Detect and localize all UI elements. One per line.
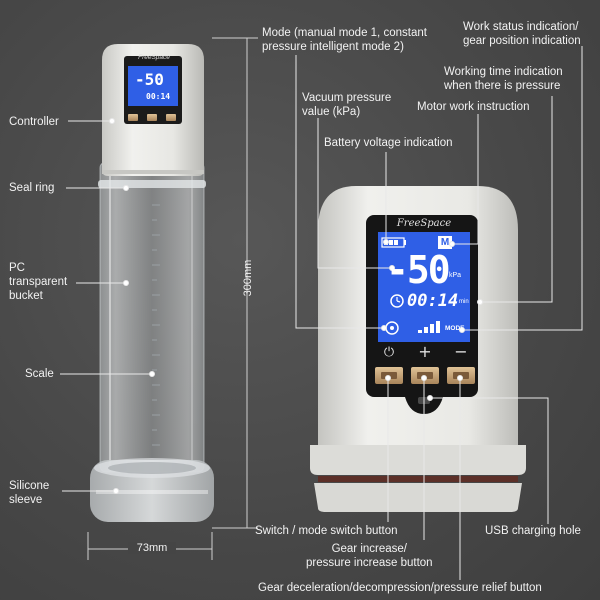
label-working-time: Working time indication when there is pr… xyxy=(444,66,563,92)
label-work-status: Work status indication/ gear position in… xyxy=(463,21,581,47)
label-controller: Controller xyxy=(9,116,59,128)
label-scale: Scale xyxy=(25,368,54,380)
clock-icon xyxy=(390,294,404,308)
scale-marks xyxy=(152,204,160,446)
label-battery-voltage: Battery voltage indication xyxy=(324,137,453,149)
pressure-value: -50 xyxy=(386,248,451,292)
pc-transparent-bucket xyxy=(99,161,205,473)
callout-lines xyxy=(60,46,583,580)
label-pc-bucket: PC transparent bucket xyxy=(9,262,68,302)
small-brand: FreeSpace xyxy=(138,54,170,61)
small-timer: 00:14 xyxy=(146,92,171,101)
label-gear-decel: Gear deceleration/decompression/pressure… xyxy=(258,582,542,594)
pump-full-view xyxy=(90,44,214,522)
pressure-unit: kPa xyxy=(449,272,462,279)
seal-ring xyxy=(98,180,206,188)
label-usb-hole: USB charging hole xyxy=(485,525,581,537)
controller-closeup xyxy=(310,186,526,512)
minus-icon: − xyxy=(454,342,468,361)
controller-seal-ring xyxy=(318,476,518,482)
width-dimension: 73mm xyxy=(128,542,176,554)
mode-letter: M xyxy=(440,237,450,248)
brand-label: FreeSpace xyxy=(396,218,452,229)
power-icon: ⏻ xyxy=(383,345,395,360)
plus-icon: + xyxy=(418,342,432,361)
mode-text: MODE xyxy=(445,325,465,332)
lcd-screen xyxy=(378,232,470,342)
label-motor-work: Motor work instruction xyxy=(417,101,530,113)
label-switch-button: Switch / mode switch button xyxy=(255,525,398,537)
label-seal-ring: Seal ring xyxy=(9,182,55,194)
label-gear-increase: Gear increase/ pressure increase button xyxy=(306,543,433,569)
label-mode: Mode (manual mode 1, constant pressure i… xyxy=(262,27,427,53)
timer-value: 00:14 xyxy=(407,291,459,311)
label-vacuum-pressure: Vacuum pressure value (kPa) xyxy=(302,92,392,118)
label-silicone-sleeve: Silicone sleeve xyxy=(9,480,50,506)
height-dimension: 300mm xyxy=(242,259,254,297)
small-pressure: -50 xyxy=(135,70,164,89)
timer-unit: min xyxy=(459,299,469,305)
gear-bars xyxy=(418,321,440,333)
controller-screen xyxy=(128,66,178,106)
